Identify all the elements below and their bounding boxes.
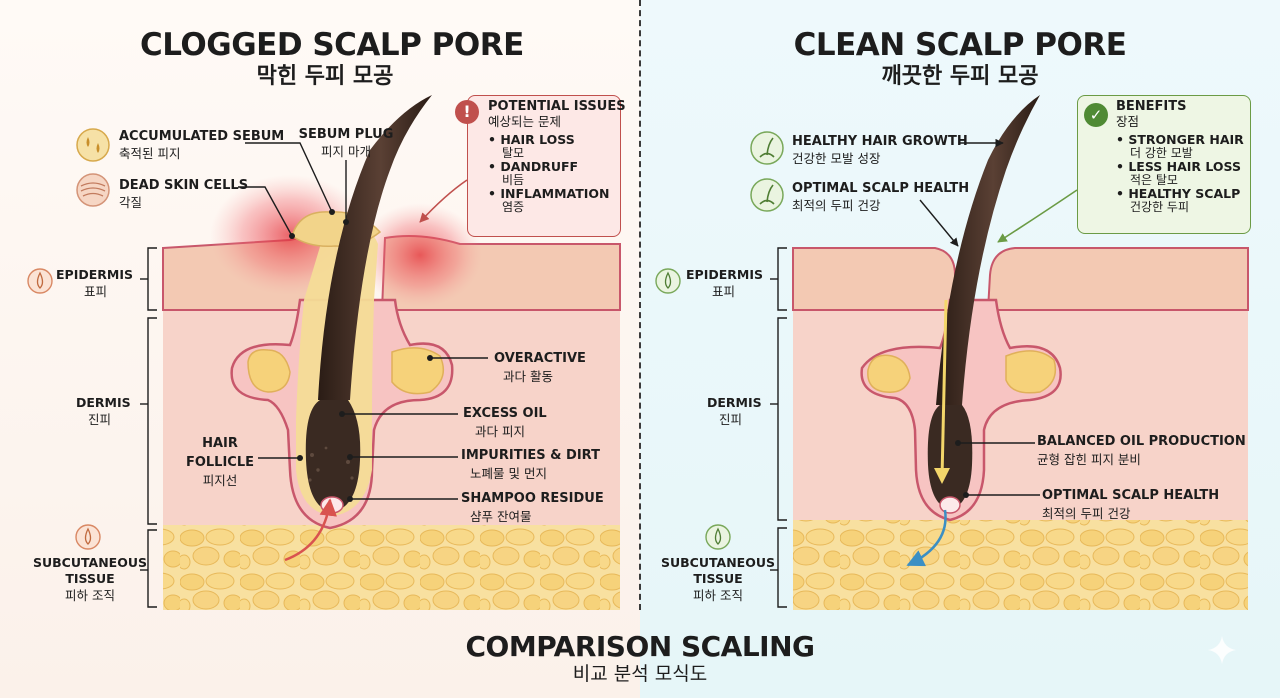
optimal-health-top-label: OPTIMAL SCALP HEALTH — [792, 181, 970, 196]
subcutaneous-left-kr: 피하 조직 — [65, 588, 115, 603]
issue-item-2-kr: 비듬 — [502, 172, 525, 187]
subcutaneous-right-icon — [705, 524, 731, 550]
check-icon: ✓ — [1084, 103, 1108, 127]
hair-growth-icon — [750, 131, 784, 165]
shampoo-residue-kr: 샴푸 잔여물 — [470, 509, 532, 524]
benefits-box: BENEFITS 장점 • STRONGER HAIR 더 강한 모발 • LE… — [1077, 95, 1251, 234]
left-title: CLOGGED SCALP PORE — [140, 27, 524, 63]
dermis-left-label: DERMIS — [76, 395, 131, 410]
epidermis-left-kr: 표피 — [84, 284, 108, 299]
optimal-health-bottom-kr: 최적의 두피 건강 — [1042, 506, 1131, 521]
healthy-growth-label: HEALTHY HAIR GROWTH — [792, 134, 968, 149]
impurities-label: IMPURITIES & DIRT — [461, 448, 600, 463]
left-subtitle: 막힌 두피 모공 — [256, 64, 394, 89]
subcutaneous-right-label-1: SUBCUTANEOUS — [660, 555, 775, 570]
sebum-plug-label: SEBUM PLUG — [298, 127, 394, 142]
epidermis-left-icon — [27, 268, 53, 294]
right-subtitle: 깨끗한 두피 모공 — [881, 64, 1039, 89]
subcutaneous-left-label-1: SUBCUTANEOUS — [32, 555, 147, 570]
issues-title: POTENTIAL ISSUES — [488, 99, 626, 114]
optimal-health-top-kr: 최적의 두피 건강 — [792, 198, 881, 213]
footer-title: COMPARISON SCALING — [465, 630, 815, 663]
epidermis-right-label: EPIDERMIS — [686, 267, 763, 282]
potential-issues-box: POTENTIAL ISSUES 예상되는 문제 • HAIR LOSS 탈모 … — [467, 95, 626, 237]
epidermis-right-icon — [655, 268, 681, 294]
subcutaneous-right-kr: 피하 조직 — [693, 588, 743, 603]
left-layer-brackets — [140, 247, 157, 608]
benefit-item-3-kr: 건강한 두피 — [1130, 200, 1190, 215]
accumulated-sebum-kr: 축적된 피지 — [119, 146, 181, 161]
hair-follicle-kr: 피지선 — [202, 473, 238, 488]
benefits-title: BENEFITS — [1116, 99, 1187, 114]
footer-subtitle: 비교 분석 모식도 — [572, 663, 708, 685]
balanced-oil-kr: 균형 잡힌 피지 분비 — [1037, 452, 1141, 467]
right-title: CLEAN SCALP PORE — [793, 27, 1127, 63]
dermis-right-kr: 진피 — [719, 412, 743, 427]
dermis-right-label: DERMIS — [707, 395, 762, 410]
optimal-health-bottom-label: OPTIMAL SCALP HEALTH — [1042, 488, 1220, 503]
benefit-item-1: • STRONGER HAIR — [1116, 131, 1244, 147]
dead-skin-cells-label: DEAD SKIN CELLS — [119, 178, 249, 193]
left-leader-lines — [238, 142, 488, 500]
left-skin-cross-section — [162, 95, 621, 610]
healthy-growth-kr: 건강한 모발 성장 — [792, 151, 881, 166]
epidermis-left-label: EPIDERMIS — [56, 267, 133, 282]
impurities-kr: 노폐물 및 먼지 — [470, 466, 547, 481]
dead-skin-icon — [76, 173, 110, 207]
excess-oil-kr: 과다 피지 — [475, 424, 525, 439]
left-leader-dots — [289, 209, 433, 502]
subcutaneous-left-icon — [75, 524, 101, 550]
hair-follicle-label-2: FOLLICLE — [185, 455, 255, 470]
issues-title-kr: 예상되는 문제 — [488, 113, 561, 129]
benefit-item-2-kr: 적은 탈모 — [1130, 172, 1178, 187]
sebum-plug-kr: 피지 마개 — [321, 144, 371, 159]
right-layer-brackets — [770, 247, 787, 608]
benefits-arrow — [997, 189, 1078, 243]
scalp-health-icon — [750, 178, 784, 212]
benefit-item-1-kr: 더 강한 모발 — [1130, 145, 1193, 160]
hair-follicle-label-1: HAIR — [202, 436, 238, 451]
subcutaneous-right-label-2: TISSUE — [693, 571, 743, 586]
overactive-label: OVERACTIVE — [494, 351, 586, 366]
right-leader-lines — [919, 138, 1040, 496]
sebum-drops-icon — [76, 128, 110, 162]
benefit-item-2: • LESS HAIR LOSS — [1116, 158, 1241, 174]
issue-item-1-kr: 탈모 — [502, 145, 525, 160]
benefits-title-kr: 장점 — [1116, 113, 1140, 129]
issue-item-2: • DANDRUFF — [488, 158, 579, 174]
benefit-item-3: • HEALTHY SCALP — [1116, 186, 1241, 202]
subcutaneous-left-label-2: TISSUE — [65, 571, 115, 586]
overactive-kr: 과다 활동 — [503, 369, 553, 384]
dermis-left-kr: 진피 — [88, 412, 112, 427]
issue-item-3-kr: 염증 — [502, 200, 525, 215]
balanced-oil-label: BALANCED OIL PRODUCTION — [1037, 434, 1246, 449]
excess-oil-label: EXCESS OIL — [463, 406, 547, 421]
issue-item-1: • HAIR LOSS — [488, 131, 575, 147]
accumulated-sebum-label: ACCUMULATED SEBUM — [119, 129, 285, 144]
exclamation-icon: ! — [455, 100, 479, 124]
dead-skin-cells-kr: 각질 — [119, 195, 143, 210]
right-leader-dots — [955, 440, 969, 498]
panel-divider — [639, 0, 641, 610]
epidermis-right-kr: 표피 — [712, 284, 736, 299]
shampoo-residue-label: SHAMPOO RESIDUE — [461, 491, 604, 506]
issues-arrow — [419, 179, 468, 223]
right-skin-cross-section — [792, 95, 1249, 610]
sparkle-icon — [1208, 636, 1236, 664]
issue-item-3: • INFLAMMATION — [488, 186, 610, 202]
